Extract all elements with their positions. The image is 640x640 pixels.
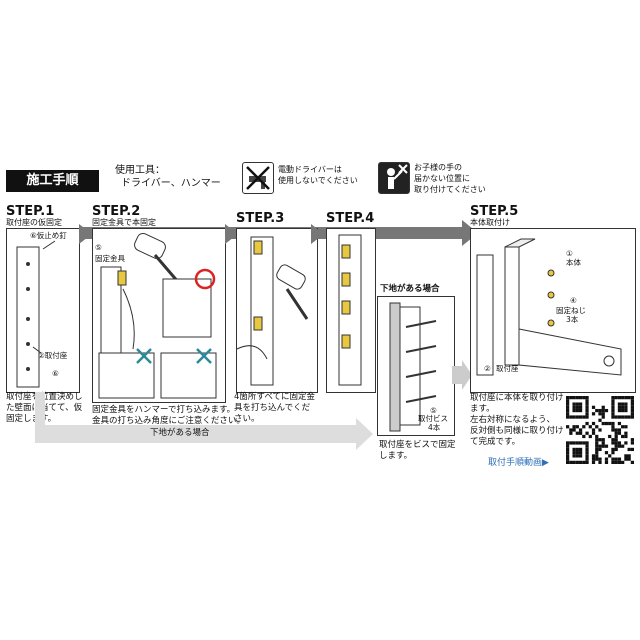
- arrow-2-3-icon: [225, 224, 238, 244]
- step3-caption: 4箇所すべてに固定金具を打ち込んでください。: [234, 392, 315, 424]
- alt-screw-label: 取付ビス: [418, 414, 448, 423]
- step5-screw-label: 固定ねじ: [556, 306, 586, 315]
- step4-panel: [326, 228, 376, 393]
- step5-screw-count: 3本: [566, 315, 579, 324]
- alt-heading: 下地がある場合: [380, 284, 440, 294]
- qr-code-icon[interactable]: [566, 396, 634, 464]
- alt-to-step5-arrow-icon: [452, 360, 472, 390]
- step1-caption: 取付座を位置決めした壁面に当てて、仮固定します。: [6, 392, 83, 424]
- alt-arrow-stem: [35, 392, 45, 432]
- no-power-drill-icon: [242, 162, 274, 194]
- step1-nail-label: ⑥仮止め釘: [30, 231, 67, 240]
- alt-arrow-label: 下地がある場合: [150, 428, 210, 438]
- warning-drill-text: 電動ドライバーは 使用しないでください: [278, 165, 358, 185]
- step3-title: STEP.3: [236, 211, 285, 226]
- arrow-1-2-icon: [79, 224, 92, 244]
- arrow-3-4-icon: [311, 224, 324, 244]
- step5-title: STEP.5: [470, 204, 519, 219]
- step5-subtitle: 本体取付け: [470, 218, 510, 227]
- step1-title: STEP.1: [6, 204, 55, 219]
- step5-body-label: 本体: [566, 258, 581, 267]
- step5-panel: [470, 228, 636, 393]
- step2-panel: [92, 228, 226, 403]
- step1-base-label: ②取付座: [38, 351, 68, 360]
- step2-part-label: 固定金具: [95, 254, 125, 263]
- alt-arrow-bar: [35, 425, 360, 443]
- step2-num5-label: ⑤: [95, 243, 102, 252]
- alt-panel: [377, 296, 455, 436]
- child-warning-icon: [378, 162, 410, 194]
- tools-value: ドライバー、ハンマー: [121, 178, 221, 189]
- step1-panel: [6, 228, 80, 393]
- step2-caption: 固定金具をハンマーで打ち込みます。 金具の打ち込み角度にご注意ください。: [92, 405, 245, 426]
- alt-screw-count: 4本: [428, 423, 441, 432]
- alt-arrow-head-icon: [356, 418, 373, 450]
- step4-title: STEP.4: [326, 211, 375, 226]
- step5-num4-label: ④: [570, 296, 577, 305]
- alt-num5-label: ⑤: [430, 406, 437, 415]
- tools-info: 使用工具： ドライバー、ハンマー: [115, 164, 221, 190]
- tools-label: 使用工具：: [115, 165, 165, 176]
- video-link[interactable]: 取付手順動画▶: [488, 458, 549, 468]
- step5-base-label: 取付座: [496, 364, 519, 373]
- step2-subtitle: 固定金具で本固定: [92, 218, 156, 227]
- step5-num2-label: ②: [484, 364, 491, 373]
- step1-subtitle: 取付座の仮固定: [6, 218, 62, 227]
- step5-caption: 取付座に本体を取り付けます。 左右対称になるよう、 反対側も同様に取り付けて完成…: [470, 393, 564, 447]
- step2-title: STEP.2: [92, 204, 141, 219]
- warning-child-text: お子様の手の 届かない位置に 取り付けてください: [414, 163, 486, 194]
- step3-panel: [236, 228, 318, 393]
- step1-num6-label: ⑥: [52, 369, 59, 378]
- step5-num1-label: ①: [566, 249, 573, 258]
- alt-caption: 取付座をビスで固定します。: [379, 440, 456, 461]
- page-title: 施工手順: [6, 170, 99, 192]
